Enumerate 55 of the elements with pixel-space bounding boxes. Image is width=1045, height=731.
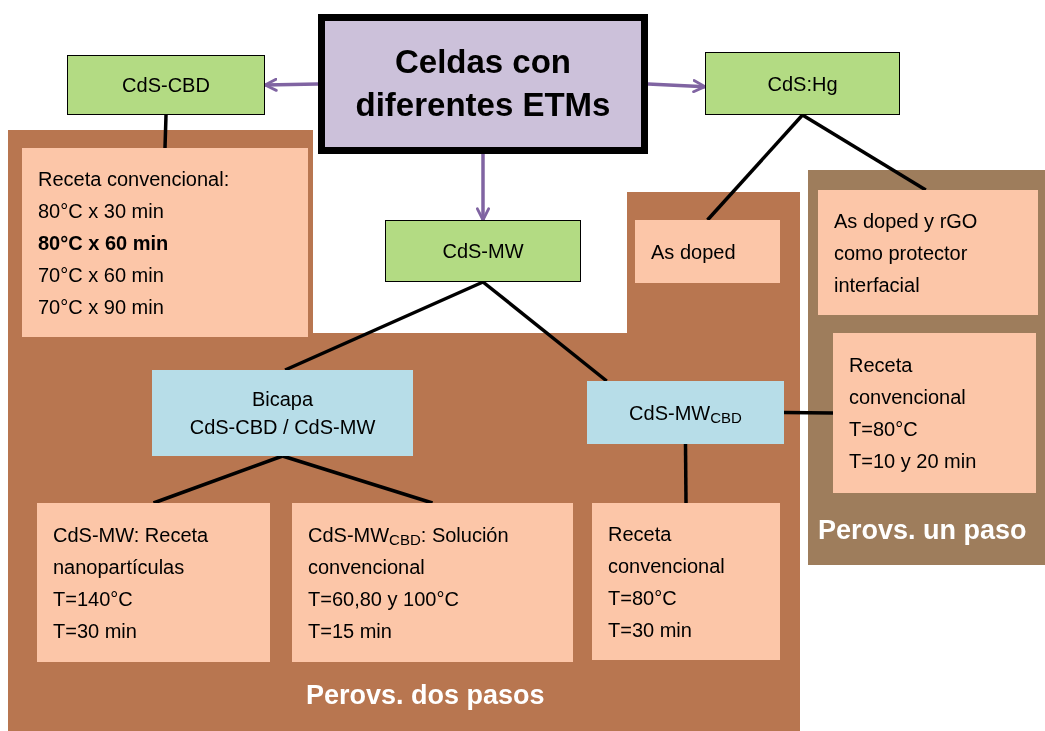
connector-line <box>284 280 484 372</box>
connector-line <box>801 113 927 192</box>
connector-line <box>281 454 434 505</box>
connector-line <box>683 444 688 503</box>
box-text: CdS-CBD / CdS-MW <box>189 415 376 440</box>
recipe-box <box>292 503 573 662</box>
box-text: 70°C x 90 min <box>38 294 165 320</box>
box-text: Receta convencional <box>608 521 726 579</box>
box-text: Bicapa <box>251 387 314 412</box>
category-box <box>705 52 900 115</box>
box-text: T=80°C <box>608 585 678 611</box>
step-region <box>8 130 800 731</box>
connector-line <box>163 114 168 149</box>
box-text: CdS-MW$_{CBD}$: Solución convencional <box>308 522 510 580</box>
connector-line <box>481 280 608 383</box>
box-text: As doped y rGO como protector interfacial <box>834 208 979 298</box>
box-text: T=140°C <box>53 586 134 612</box>
connector-line <box>152 454 284 505</box>
box-text: Celdas con diferentes ETMs <box>354 42 612 125</box>
recipe-box <box>635 220 780 283</box>
recipe-box <box>37 503 270 662</box>
category-box <box>67 55 265 115</box>
box-text: Receta convencional: <box>38 166 231 192</box>
step-panel <box>808 170 1045 565</box>
arrow <box>263 77 319 92</box>
box-text: As doped <box>651 239 737 265</box>
box-text: Receta convencional <box>849 353 967 410</box>
recipe-box <box>818 190 1038 315</box>
box-text: 80°C x 60 min <box>38 230 170 256</box>
connector-line <box>784 410 833 415</box>
recipe-box <box>22 148 308 337</box>
box-text: T=60,80 y 100°C <box>308 586 460 612</box>
box-text: CdS-MW <box>442 239 524 264</box>
box-text: T=30 min <box>608 617 693 643</box>
box-text: CdS:Hg <box>767 71 838 97</box>
recipe-box <box>833 333 1036 493</box>
recipe-box <box>592 503 780 660</box>
category-box <box>385 220 581 282</box>
arrow <box>647 79 707 94</box>
box-text: 80°C x 30 min <box>38 198 165 224</box>
arrow <box>476 154 490 222</box>
connector-line <box>706 113 804 222</box>
variant-box <box>152 370 413 456</box>
box-text: T=30 min <box>53 618 138 644</box>
box-text: T=10 y 20 min <box>849 449 978 474</box>
box-text: 70°C x 60 min <box>38 262 165 288</box>
box-text: T=15 min <box>308 618 393 644</box>
region-title: Perovs. dos pasos <box>306 678 545 712</box>
box-text: CdS-MW: Receta nanopartículas <box>53 522 210 580</box>
box-text: T=80°C <box>849 417 919 442</box>
variant-box <box>587 381 784 444</box>
title-box <box>318 14 648 154</box>
box-text: CdS-MW$_{CBD}$ <box>629 400 742 427</box>
region-title: Perovs. un paso <box>818 514 1027 547</box>
box-text: CdS-CBD <box>122 73 210 98</box>
